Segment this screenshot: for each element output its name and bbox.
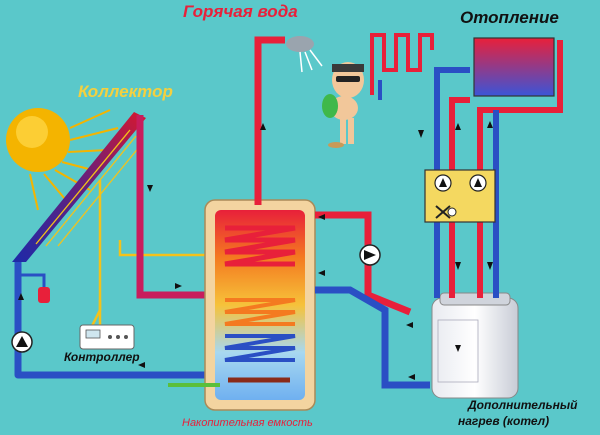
controller-icon [79, 324, 135, 350]
boiler-unit [431, 292, 519, 399]
floor-heating-coil [370, 33, 434, 100]
pump-group-box [424, 169, 496, 223]
solar-sensor-lines [88, 180, 207, 331]
solar-collector [12, 112, 146, 262]
sun-icon [6, 108, 119, 211]
circulation-pump-icon [359, 244, 381, 266]
expansion-vessel-icon [18, 273, 50, 303]
heating-label: Отопление [460, 8, 559, 27]
shower-icon [286, 36, 323, 73]
radiator-icon [473, 37, 555, 97]
collector-hot-pipe [136, 115, 220, 299]
flow-arrows [18, 121, 493, 380]
boiler-label-line1: Дополнительный [468, 398, 578, 412]
bather-figure-icon [322, 62, 364, 148]
solar-pump-icon [11, 331, 33, 353]
storage-tank [204, 199, 316, 411]
collector-cold-pipe [14, 262, 205, 379]
controller-label: Контроллер [64, 350, 140, 364]
hot-water-label: Горячая вода [183, 2, 298, 21]
heating-return-pipe [315, 211, 430, 389]
collector-label: Коллектор [78, 82, 173, 101]
boiler-label-line2: нагрев (котел) [458, 414, 550, 428]
storage-tank-label: Накопительная емкость [182, 417, 313, 429]
hot-water-pipe [254, 36, 285, 205]
